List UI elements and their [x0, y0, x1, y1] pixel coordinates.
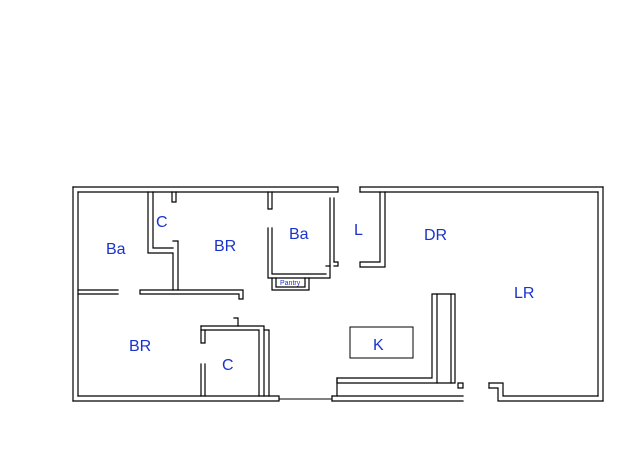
- label-pantry: Pantry: [280, 280, 301, 287]
- interior-walls: [77, 191, 456, 397]
- room-labels: Ba C BR Ba L DR LR BR C K Pantry: [106, 214, 534, 374]
- label-living: LR: [514, 285, 534, 302]
- label-closet-bottom: C: [222, 357, 234, 374]
- label-closet-top: C: [156, 214, 168, 231]
- label-dining: DR: [424, 227, 447, 244]
- label-bedroom-bottom: BR: [129, 338, 151, 355]
- label-kitchen: K: [373, 337, 384, 354]
- label-bath-left: Ba: [106, 241, 126, 258]
- label-bath-mid: Ba: [289, 226, 309, 243]
- label-bedroom-top: BR: [214, 238, 236, 255]
- label-laundry: L: [354, 222, 363, 239]
- kitchen-island: [349, 326, 414, 359]
